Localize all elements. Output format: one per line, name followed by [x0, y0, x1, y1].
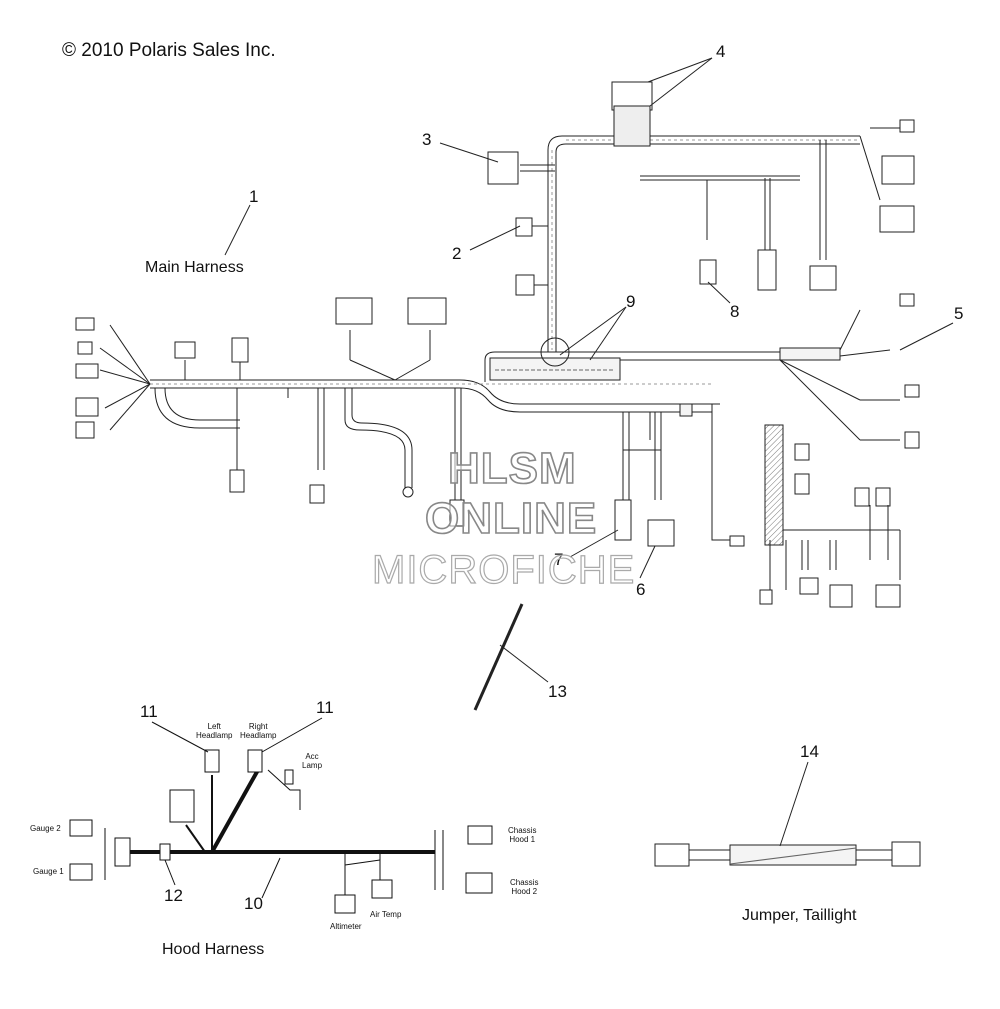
watermark-line-1: HLSM: [447, 443, 577, 494]
acc-lamp-label: Acc Lamp: [302, 752, 323, 770]
main-connectors: [75, 81, 920, 547]
callout-6: 6: [636, 580, 646, 599]
leader-lines: [224, 57, 954, 683]
watermark-line-2: ONLINE: [424, 493, 598, 544]
left-headlamp-label: Left Headlamp: [196, 722, 233, 740]
copyright-text: © 2010 Polaris Sales Inc.: [62, 40, 276, 61]
right-headlamp-label: Right Headlamp: [240, 722, 277, 740]
watermark-line-3: MICROFICHE: [371, 547, 636, 592]
gauge-1-label: Gauge 1: [33, 867, 64, 876]
jumper-taillight: [654, 761, 921, 867]
callout-1: 1: [249, 187, 259, 206]
callout-11-right: 11: [316, 698, 334, 717]
callout-14: 14: [800, 742, 819, 761]
callout-12: 12: [164, 886, 183, 905]
altimeter-label: Altimeter: [330, 922, 362, 931]
chassis-hood-1-label: Chassis Hood 1: [508, 826, 537, 844]
hood-harness: [69, 717, 493, 914]
callout-13: 13: [548, 682, 567, 701]
gauge-2-label: Gauge 2: [30, 824, 61, 833]
main-trunk-lower: [150, 387, 712, 413]
callout-9: 9: [626, 292, 636, 311]
chassis-hood-2-label: Chassis Hood 2: [510, 878, 539, 896]
callout-4: 4: [716, 42, 726, 61]
main-harness: [99, 127, 900, 541]
right-module: [759, 424, 901, 608]
hood-harness-label: Hood Harness: [162, 941, 265, 958]
item-13-tube: [473, 603, 524, 711]
callout-3: 3: [422, 130, 432, 149]
main-harness-label: Main Harness: [145, 259, 244, 276]
callout-11-left: 11: [140, 702, 158, 721]
main-trunk: [150, 379, 720, 405]
callout-8: 8: [730, 302, 740, 321]
air-temp-label: Air Temp: [370, 910, 402, 919]
upper-trunk: [484, 351, 781, 382]
callout-10: 10: [244, 894, 263, 913]
jumper-taillight-label: Jumper, Taillight: [742, 907, 857, 924]
callout-2: 2: [452, 244, 462, 263]
callout-5: 5: [954, 304, 964, 323]
callout-7: 7: [554, 550, 564, 569]
